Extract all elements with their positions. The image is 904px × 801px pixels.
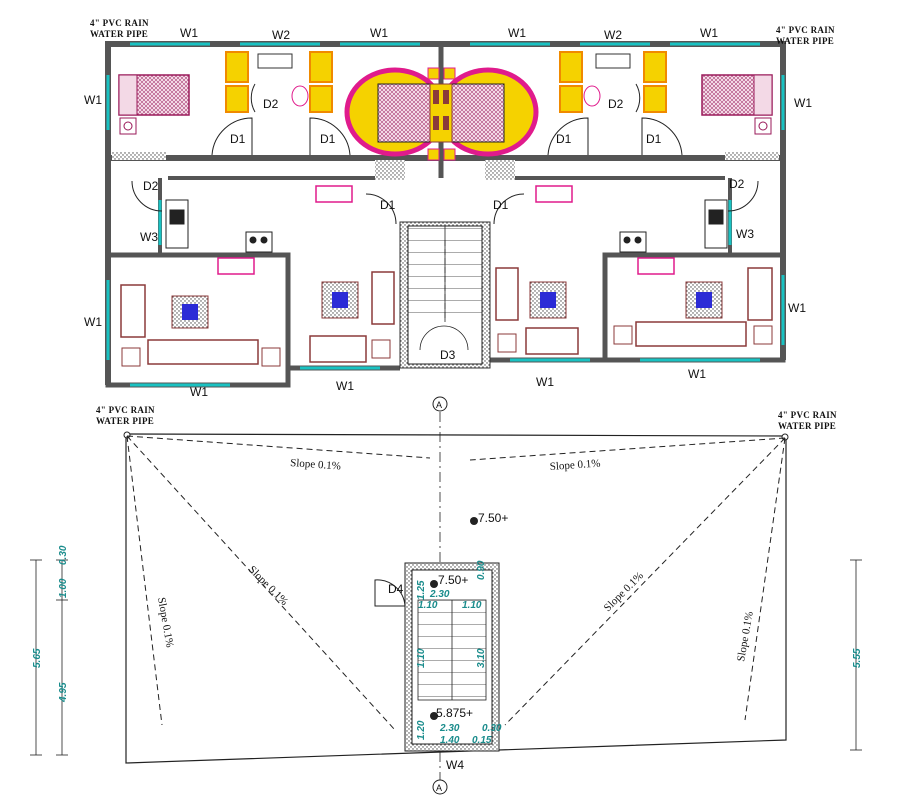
pipe-note-top-right-2: WATER PIPE (776, 36, 834, 46)
dim-310: 3.10 (476, 648, 487, 668)
label-w1: W1 (336, 379, 354, 393)
pipe-note-top-left-1: 4" PVC RAIN (90, 18, 149, 28)
label-w1: W1 (84, 315, 102, 329)
stair-level-top: 7.50+ (438, 573, 468, 587)
label-d2: D2 (608, 97, 624, 111)
label-w1: W1 (688, 367, 706, 381)
door-swings (131, 83, 759, 225)
roof-level-marker: 7.50+ (470, 511, 508, 525)
bed-left (118, 74, 190, 135)
label-d1: D1 (380, 198, 396, 212)
slope-lines (126, 435, 786, 731)
label-w1: W1 (788, 301, 806, 315)
dim-110-left: 1.10 (416, 648, 427, 668)
stair-level-bottom: 5.875+ (436, 706, 473, 720)
floor-plan-labels: W1 W2 W1 W1 W2 W1 W1 W1 D2 D2 D1 D1 D1 D… (84, 26, 812, 399)
window-w4-label: W4 (446, 758, 464, 772)
slope-label-right: Slope 0.1% (735, 610, 756, 662)
roof-level-label: 7.50+ (478, 511, 508, 525)
dim-030-left: 0.30 (58, 545, 69, 565)
label-w1: W1 (508, 26, 526, 40)
floor-plan: W1 W2 W1 W1 W2 W1 W1 W1 D2 D2 D1 D1 D1 D… (84, 18, 835, 399)
section-marker-bottom-label: A (436, 783, 442, 793)
dim-140: 1.40 (440, 735, 460, 746)
label-w1: W1 (180, 26, 198, 40)
label-d1: D1 (320, 132, 336, 146)
label-d1: D1 (556, 132, 572, 146)
label-w1: W1 (84, 93, 102, 107)
label-d1: D1 (493, 198, 509, 212)
label-w3: W3 (736, 227, 754, 241)
living-center-furniture (309, 267, 579, 363)
stair-headroom: D4 7.50+ 5.875+ W4 (374, 562, 500, 772)
label-w1: W1 (370, 26, 388, 40)
label-d1: D1 (230, 132, 246, 146)
master-bed (344, 67, 539, 161)
living-right-furniture (613, 267, 773, 347)
label-w2: W2 (272, 28, 290, 42)
dim-110-b: 1.10 (462, 600, 482, 611)
dim-030: 0.30 (482, 723, 502, 734)
dim-230-top: 2.30 (429, 589, 450, 600)
bed-right (701, 74, 773, 135)
label-d3: D3 (440, 348, 456, 362)
section-marker-top-label: A (436, 400, 442, 410)
roof-plan: A A Slope 0.1% Slope 0.1% Slope 0.1% Slo… (30, 396, 863, 795)
dim-015: 0.15 (472, 735, 492, 746)
label-w2: W2 (604, 28, 622, 42)
dim-110-a: 1.10 (418, 600, 438, 611)
dim-555: 5.55 (852, 648, 863, 668)
slope-label-diag-right: Slope 0.1% (602, 570, 646, 614)
windows (106, 42, 785, 387)
dim-495: 4.95 (58, 682, 69, 703)
side-dimension-lines (30, 559, 862, 756)
label-w1: W1 (794, 96, 812, 110)
label-d1: D1 (646, 132, 662, 146)
slope-label-diag-left: Slope 0.1% (246, 564, 290, 608)
desks (217, 185, 675, 275)
pipe-note-roof-left-2: WATER PIPE (96, 416, 154, 426)
slope-label-top-left: Slope 0.1% (290, 457, 341, 473)
label-w1: W1 (700, 26, 718, 40)
section-marker-bottom (432, 779, 448, 795)
stair-dimensions: 2.30 1.10 1.10 0.90 1.25 1.10 3.10 2.30 … (416, 560, 502, 746)
slope-label-left: Slope 0.1% (155, 596, 176, 648)
dim-125: 1.25 (416, 580, 427, 600)
label-w1: W1 (190, 385, 208, 399)
pipe-note-roof-right-1: 4" PVC RAIN (778, 410, 837, 420)
dim-090: 0.90 (476, 560, 487, 580)
wardrobes (225, 51, 667, 113)
pipe-note-top-left-2: WATER PIPE (90, 29, 148, 39)
dim-100: 1.00 (58, 578, 69, 598)
bathroom-fixtures (257, 53, 631, 107)
slope-label-top-right: Slope 0.1% (549, 457, 600, 473)
pipe-note-roof-left-1: 4" PVC RAIN (96, 405, 155, 415)
roof-outline (125, 433, 787, 764)
kitchens (165, 199, 728, 253)
pipe-note-roof-right-2: WATER PIPE (778, 421, 836, 431)
door-d4-label: D4 (388, 582, 404, 596)
pipe-note-top-right-1: 4" PVC RAIN (776, 25, 835, 35)
living-left-furniture (120, 284, 281, 367)
label-d2: D2 (143, 179, 159, 193)
label-w3: W3 (140, 230, 158, 244)
label-d2: D2 (263, 97, 279, 111)
label-w1: W1 (536, 375, 554, 389)
dim-120: 1.20 (416, 720, 427, 740)
dim-230-bottom: 2.30 (439, 723, 460, 734)
section-marker-top (432, 396, 448, 412)
dim-565: 5.65 (32, 648, 43, 668)
label-d2: D2 (729, 177, 745, 191)
